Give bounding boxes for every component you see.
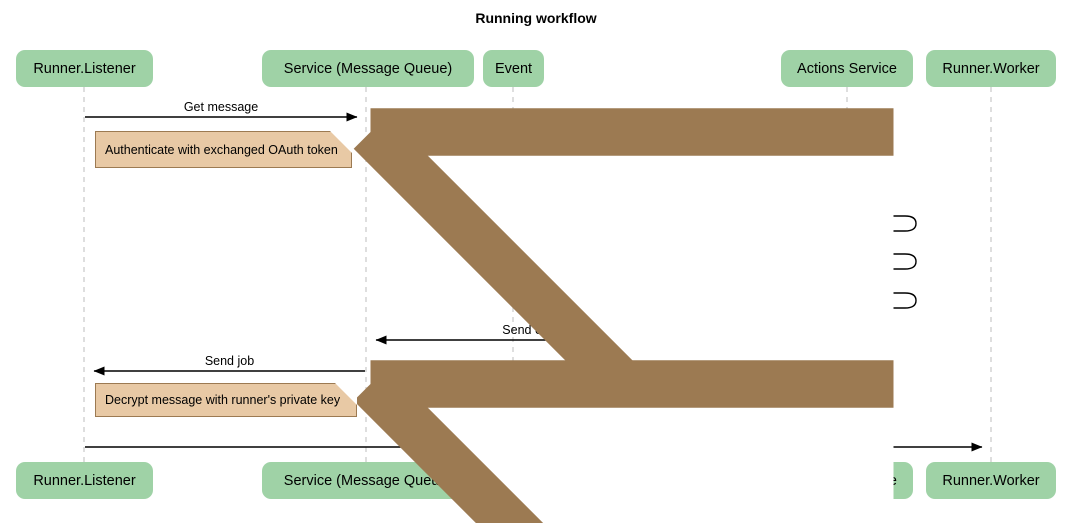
note-text: Decrypt message with runner's private ke… — [105, 393, 341, 407]
participant-footer-actions-service[interactable]: Actions Service — [781, 462, 913, 499]
note-text: Authenticate with exchanged OAuth token — [105, 142, 338, 157]
message-label-build-job-message: Build job message with the OAuth token — [622, 246, 844, 260]
message-label-generate-oauth-token: Generate OAuth token per job — [677, 208, 844, 222]
arrow-build-job-message — [848, 253, 917, 274]
message-label-get-message: Get message — [183, 100, 259, 114]
participant-header-runner-listener[interactable]: Runner.Listener — [16, 50, 153, 87]
diagram-title: Running workflow — [475, 10, 597, 26]
participant-footer-runner-worker[interactable]: Runner.Worker — [926, 462, 1056, 499]
note-authenticate: Authenticate with exchanged OAuth token — [95, 108, 894, 523]
participant-label: Actions Service — [797, 60, 897, 77]
participant-label: Service (Message Queue) — [283, 472, 453, 489]
participant-label: Event — [494, 472, 533, 489]
participant-label: Runner.Listener — [33, 472, 136, 489]
participant-header-runner-worker[interactable]: Runner.Worker — [926, 50, 1056, 87]
message-label-send-job: Send job — [204, 354, 255, 368]
participant-footer-runner-listener[interactable]: Runner.Listener — [16, 462, 153, 499]
participant-footer-event[interactable]: Event — [483, 462, 544, 499]
participant-header-service-message-queue[interactable]: Service (Message Queue) — [262, 50, 474, 87]
participant-header-actions-service[interactable]: Actions Service — [781, 50, 913, 87]
participant-label: Event — [494, 60, 533, 77]
participant-footer-service-message-queue[interactable]: Service (Message Queue) — [262, 462, 474, 499]
message-label-encrypt-job-message: Encrypt job message with the target runn… — [537, 285, 844, 299]
participant-label: Runner.Worker — [942, 60, 1040, 77]
message-label-queue-workflow: Queue workflow — [634, 177, 724, 191]
note-decrypt: Decrypt message with runner's private ke… — [95, 360, 894, 523]
participant-label: Runner.Worker — [942, 472, 1040, 489]
message-label-create-worker-process: Create worker process per job and run th… — [406, 430, 661, 444]
participant-label: Actions Service — [797, 472, 897, 489]
arrow-encrypt-job-message — [848, 292, 917, 313]
participant-header-event[interactable]: Event — [483, 50, 544, 87]
participant-label: Service (Message Queue) — [283, 60, 453, 77]
arrow-generate-oauth-token — [848, 215, 917, 236]
message-label-send-encrypted-job-message: Send encrypted job message to runner — [502, 323, 718, 337]
participant-label: Runner.Listener — [33, 60, 136, 77]
